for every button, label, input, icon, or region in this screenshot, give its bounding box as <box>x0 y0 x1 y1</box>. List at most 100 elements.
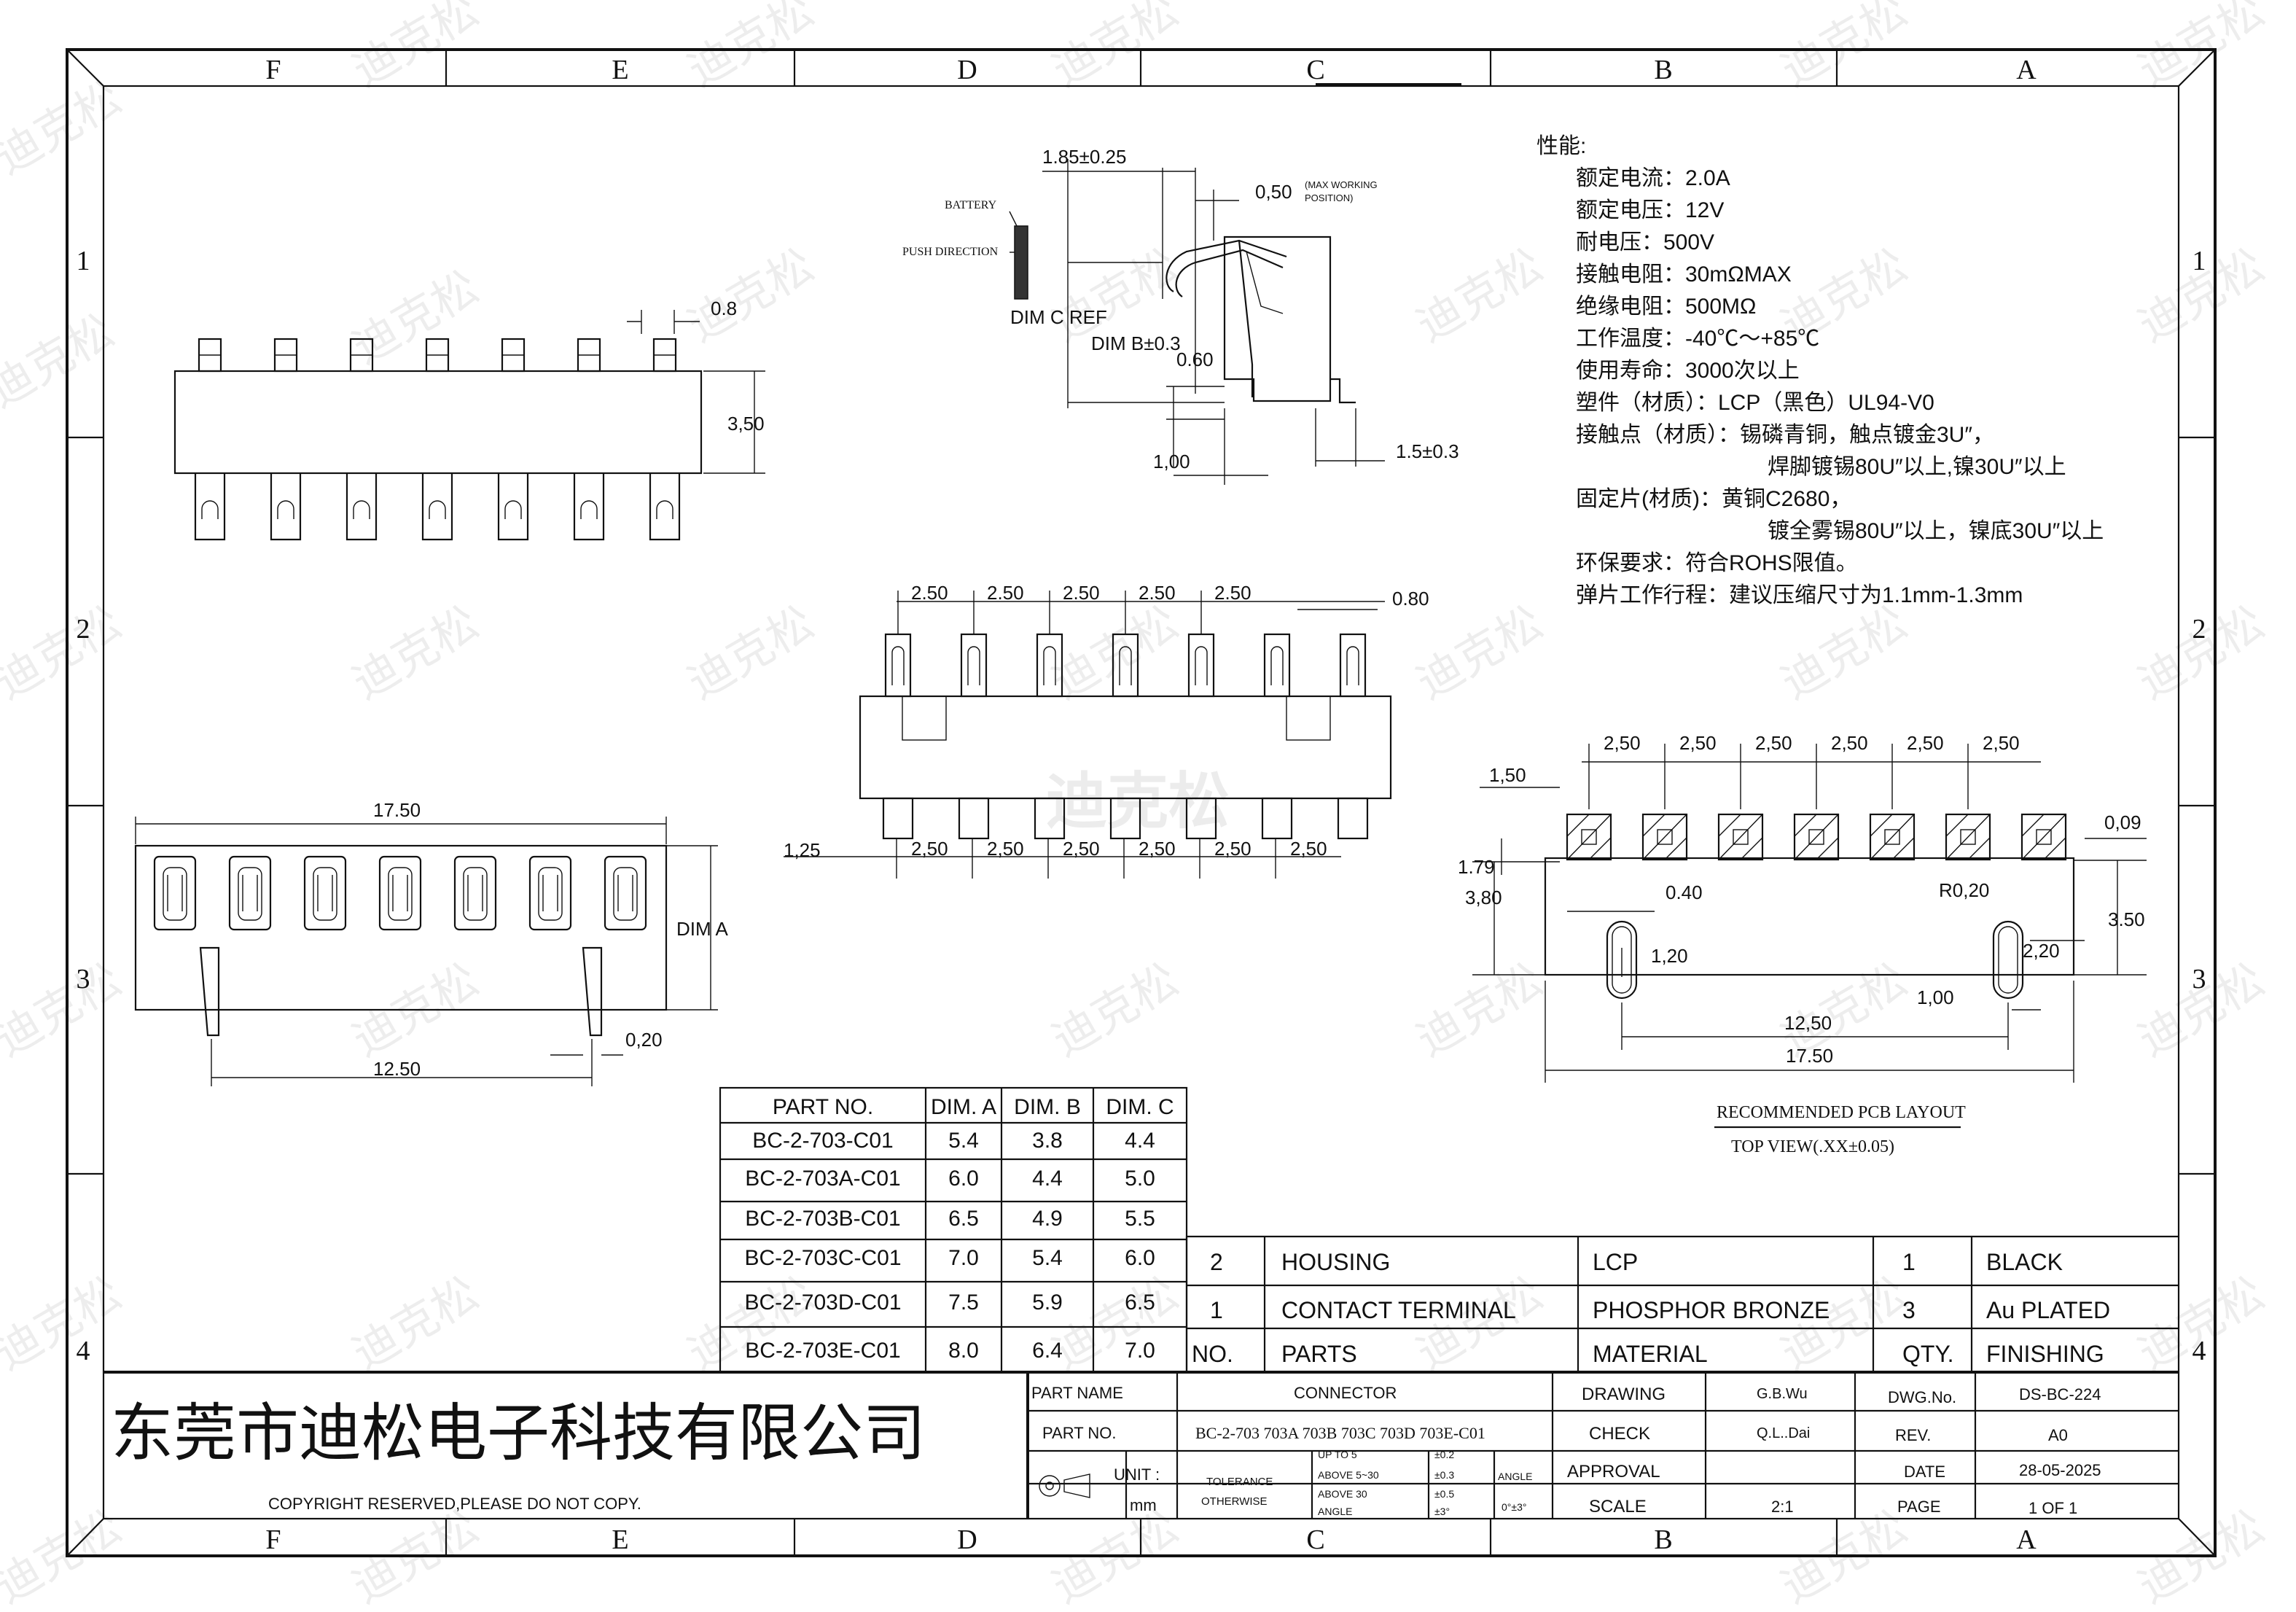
spec-line: 弹片工作行程：建议压缩尺寸为1.1mm-1.3mm <box>1576 583 2023 607</box>
watermark-text: 迪克松 <box>0 71 130 184</box>
table-cell: 5.4 <box>1032 1246 1063 1270</box>
contact-spring <box>1270 646 1284 685</box>
zone-col-top: D <box>957 55 977 85</box>
tolerance-label: OTHERWISE <box>1201 1495 1268 1508</box>
contact-pin <box>1263 633 1291 698</box>
drawing-label: DRAWING <box>1582 1385 1666 1404</box>
table-cell: BC-2-703-C01 <box>752 1129 893 1153</box>
contact-pin <box>1187 633 1215 698</box>
dim-bottom-pitch: 2,50 <box>1139 838 1176 860</box>
dim-020: 0,20 <box>625 1029 663 1051</box>
dim-tail: 1.5±0.3 <box>1396 440 1459 462</box>
dim-pin-width: 0.8 <box>711 297 737 319</box>
bom-cell: FINISHING <box>1986 1341 2104 1367</box>
bom-cell: HOUSING <box>1281 1249 1390 1275</box>
pcb-dim-1250: 12,50 <box>1784 1012 1832 1034</box>
spec-line: 固定片(材质)：黄铜C2680， <box>1576 487 1851 511</box>
contact-spring <box>313 867 337 921</box>
pad-hatch <box>1718 814 1763 860</box>
zone-col-bottom: F <box>265 1525 281 1555</box>
zone-row-right: 1 <box>2192 246 2206 276</box>
watermark-text: 迪克松 <box>2129 596 2273 709</box>
bom-cell: 2 <box>1210 1249 1223 1275</box>
watermark-text: 迪克松 <box>343 596 488 709</box>
watermark-text: 迪克松 <box>343 260 488 374</box>
pin-contact <box>656 500 673 519</box>
table-cell: 6.5 <box>1125 1290 1155 1315</box>
zone-col-bottom: E <box>612 1525 628 1555</box>
zone-row-right: 4 <box>2192 1336 2206 1366</box>
solder-tail <box>882 797 914 840</box>
contact-pin <box>1339 633 1367 698</box>
pin-bottom <box>194 473 226 541</box>
tolerance-value: ±3° <box>1434 1506 1450 1517</box>
zone-col-bottom: D <box>957 1525 977 1555</box>
drawing-frame <box>66 48 2217 1557</box>
watermark-text: 迪克松 <box>1043 953 1187 1067</box>
zone-row-right: 3 <box>2192 964 2206 994</box>
top-view: 0.8 3,50 <box>173 297 765 541</box>
contact-pin <box>960 633 988 698</box>
table-cell: 6.5 <box>948 1207 979 1231</box>
solder-tail <box>1261 797 1293 840</box>
spec-line: 额定电流：2.0A <box>1576 166 1730 190</box>
pcb-dim-380: 3,80 <box>1465 887 1502 908</box>
dim-working: 0,50 <box>1255 181 1292 203</box>
table-cell: 7.0 <box>948 1246 979 1270</box>
table-header: DIM. C <box>1106 1095 1174 1119</box>
pad-hatch <box>2021 814 2066 860</box>
dim-bottom-left: 1,25 <box>784 839 821 861</box>
pcb-pitch: 2,50 <box>1831 732 1868 754</box>
bom-cell: 1 <box>1902 1249 1916 1275</box>
dim-height: 3,50 <box>727 413 765 435</box>
part-name: CONNECTOR <box>1294 1384 1397 1402</box>
rev-label: REV. <box>1895 1426 1931 1444</box>
table-cell: 7.5 <box>948 1290 979 1315</box>
spec-line: 镀全雾锡80U″以上，镍底30U″以上 <box>1768 519 2104 543</box>
dim-bottom-pitch: 2,50 <box>987 838 1024 860</box>
bom-cell: PHOSPHOR BRONZE <box>1593 1297 1830 1323</box>
pcb-caption: RECOMMENDED PCB LAYOUT <box>1717 1103 1966 1122</box>
pad-hatch <box>1794 814 1839 860</box>
dim-overall: 17.50 <box>373 799 421 821</box>
dwg-label: DWG.No. <box>1888 1388 1956 1406</box>
pin-contact <box>429 500 446 519</box>
contact-spring <box>388 867 413 921</box>
date-label: DATE <box>1904 1463 1945 1481</box>
dim-a-label: DIM A <box>676 918 728 940</box>
watermark-text: 迪克松 <box>1772 596 1916 709</box>
pin-bottom <box>497 473 529 541</box>
zone-row-left: 1 <box>77 246 90 276</box>
angle-value: 0°±3° <box>1502 1501 1526 1513</box>
side-view: 1.85±0.25 0,50 (MAX WORKING POSITION) BA… <box>902 146 1459 485</box>
contact-spring <box>163 867 187 921</box>
tolerance-value: ±0.5 <box>1434 1488 1454 1500</box>
dim-top: 1.85±0.25 <box>1042 146 1126 168</box>
pad-center <box>1581 829 1597 845</box>
pcb-dim-100: 1,00 <box>1917 986 1954 1008</box>
contact-window <box>378 855 422 931</box>
contact-spring <box>1346 646 1359 685</box>
contact-spring <box>538 867 563 921</box>
contact-pin <box>884 633 912 698</box>
tolerance-label: TOLERANCE <box>1206 1476 1273 1488</box>
pad-center <box>1960 829 1976 845</box>
zone-row-left: 3 <box>77 964 90 994</box>
working-note: POSITION) <box>1305 192 1353 203</box>
contact-spring <box>613 867 638 921</box>
table-cell: 5.4 <box>948 1129 979 1153</box>
contact-spring <box>238 867 262 921</box>
part-no: BC-2-703 703A 703B 703C 703D 703E-C01 <box>1195 1424 1485 1442</box>
pcb-pitch: 2,50 <box>1983 732 2020 754</box>
table-header: DIM. B <box>1014 1095 1081 1119</box>
bom-cell: BLACK <box>1986 1249 2063 1275</box>
tolerance-value: ±0.2 <box>1434 1449 1454 1460</box>
center-watermark: 迪克松 <box>1046 766 1230 837</box>
pad-hatch <box>1642 814 1687 860</box>
pad-hatch <box>1945 814 1991 860</box>
table-cell: 4.4 <box>1032 1167 1063 1191</box>
spec-line: 焊脚镀锡80U″以上,镍30U″以上 <box>1768 455 2066 479</box>
